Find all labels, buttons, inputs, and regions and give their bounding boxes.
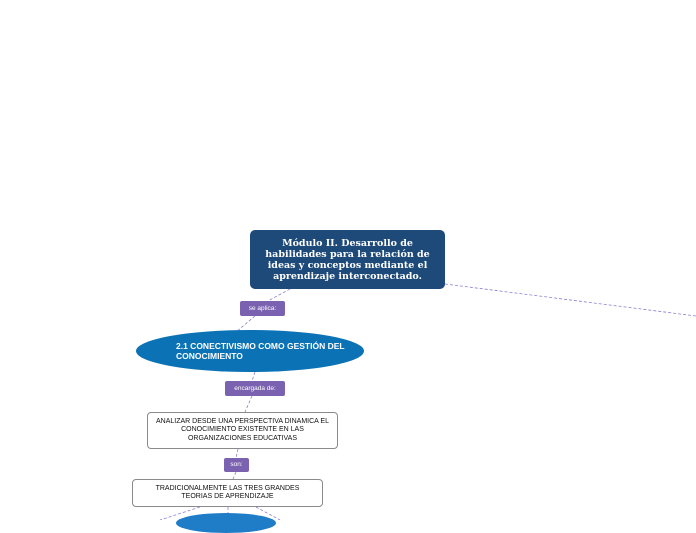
edge-label-to-topic xyxy=(235,315,256,333)
edge-topic-to-label xyxy=(251,371,256,382)
edge-root-to-right-branch xyxy=(444,283,696,317)
edge-label-to-box2 xyxy=(232,471,237,480)
edge-label-to-box1 xyxy=(244,395,253,413)
root-title: Módulo II. Desarrollo de habilidades par… xyxy=(265,237,430,282)
child-topic-node-partial[interactable] xyxy=(176,513,276,533)
subtopic-text: TRADICIONALMENTE LAS TRES GRANDES TEORIA… xyxy=(155,484,300,501)
edge-box2-right xyxy=(255,506,281,520)
connector-label-encargada-de[interactable]: encargada de: xyxy=(225,381,285,396)
root-node[interactable]: Módulo II. Desarrollo de habilidades par… xyxy=(250,230,445,289)
connector-label-text: se aplica: xyxy=(248,304,277,312)
edge-box2-left xyxy=(159,506,201,520)
connector-label-se-aplica[interactable]: se aplica: xyxy=(240,301,285,316)
connector-label-text: encargada de: xyxy=(234,384,276,392)
connector-label-text: son: xyxy=(230,461,243,468)
subtopic-node-teorias[interactable]: TRADICIONALMENTE LAS TRES GRANDES TEORIA… xyxy=(132,479,323,507)
edge-root-to-label xyxy=(267,288,291,302)
connector-label-son[interactable]: son: xyxy=(224,458,249,472)
topic-title: 2.1 CONECTIVISMO COMO GESTIÓN DEL CONOCI… xyxy=(176,341,345,361)
subtopic-text: ANALIZAR DESDE UNA PERSPECTIVA DINAMICA … xyxy=(156,417,329,442)
edge-box1-to-label xyxy=(235,448,239,459)
topic-node[interactable]: 2.1 CONECTIVISMO COMO GESTIÓN DEL CONOCI… xyxy=(136,330,364,372)
subtopic-node-analizar[interactable]: ANALIZAR DESDE UNA PERSPECTIVA DINAMICA … xyxy=(147,412,338,449)
connection-lines xyxy=(159,283,696,520)
